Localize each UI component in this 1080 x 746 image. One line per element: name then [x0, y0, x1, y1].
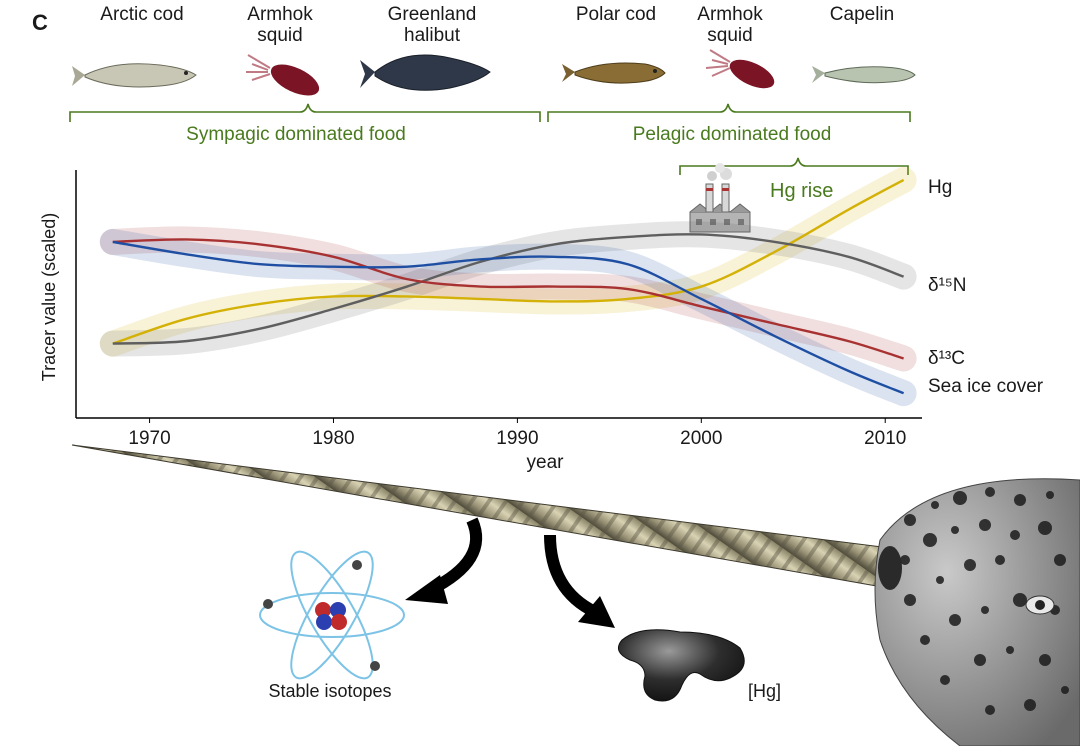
series-label-hg: Hg	[928, 177, 952, 198]
chart: 1970 1980 1990 2000 2010 year Tracer value (…	[39, 166, 1044, 473]
x-ticks: 1970 1980 1990 2000 2010	[128, 418, 906, 449]
greenland-halibut-icon	[360, 54, 491, 91]
pelagic-brace	[547, 103, 911, 122]
series-line-hg	[112, 178, 905, 345]
mercury-droplet-icon	[617, 629, 745, 702]
hg-concentration-label: [Hg]	[748, 681, 781, 701]
arctic-cod-icon	[72, 63, 197, 88]
series-line-d15n	[112, 233, 905, 345]
series-label-d13c: δ¹³C	[928, 348, 965, 369]
x-tick-label: 1980	[312, 428, 354, 449]
species-label: Arctic cod	[100, 4, 183, 25]
narwhal-tusk-icon	[71, 444, 891, 589]
arrow-head-isotopes	[405, 575, 448, 604]
atom-icon	[259, 550, 405, 680]
species-label: Capelin	[830, 4, 894, 25]
factory-icon	[689, 163, 751, 233]
sympagic-brace	[69, 103, 541, 122]
hg-rise-brace	[679, 157, 909, 175]
pelagic-label: Pelagic dominated food	[633, 124, 832, 145]
arrow-to-hg	[544, 534, 598, 618]
x-tick-label: 2010	[864, 428, 906, 449]
x-tick-label: 1990	[496, 428, 538, 449]
sympagic-label: Sympagic dominated food	[186, 124, 406, 145]
arrow-head-hg	[578, 596, 615, 628]
squid-icon	[705, 49, 775, 89]
panel-label: C	[32, 10, 48, 35]
series-label-d15n: δ¹⁵N	[928, 275, 967, 296]
hg-rise-label: Hg rise	[770, 180, 833, 202]
species-label: Polar cod	[576, 4, 656, 25]
capelin-icon	[812, 66, 916, 84]
y-axis-label: Tracer value (scaled)	[39, 213, 59, 381]
x-tick-label: 2000	[680, 428, 722, 449]
series-line-d13c	[112, 238, 904, 360]
series-label-sea-ice: Sea ice cover	[928, 376, 1044, 397]
series-lines	[112, 178, 905, 395]
series-line-sea_ice	[112, 240, 905, 395]
squid-icon	[246, 54, 320, 96]
polar-cod-icon	[562, 62, 666, 84]
stable-isotopes-label: Stable isotopes	[268, 681, 391, 701]
x-tick-label: 1970	[128, 428, 170, 449]
x-axis-label: year	[527, 452, 565, 473]
narwhal-head-icon	[874, 478, 1080, 746]
